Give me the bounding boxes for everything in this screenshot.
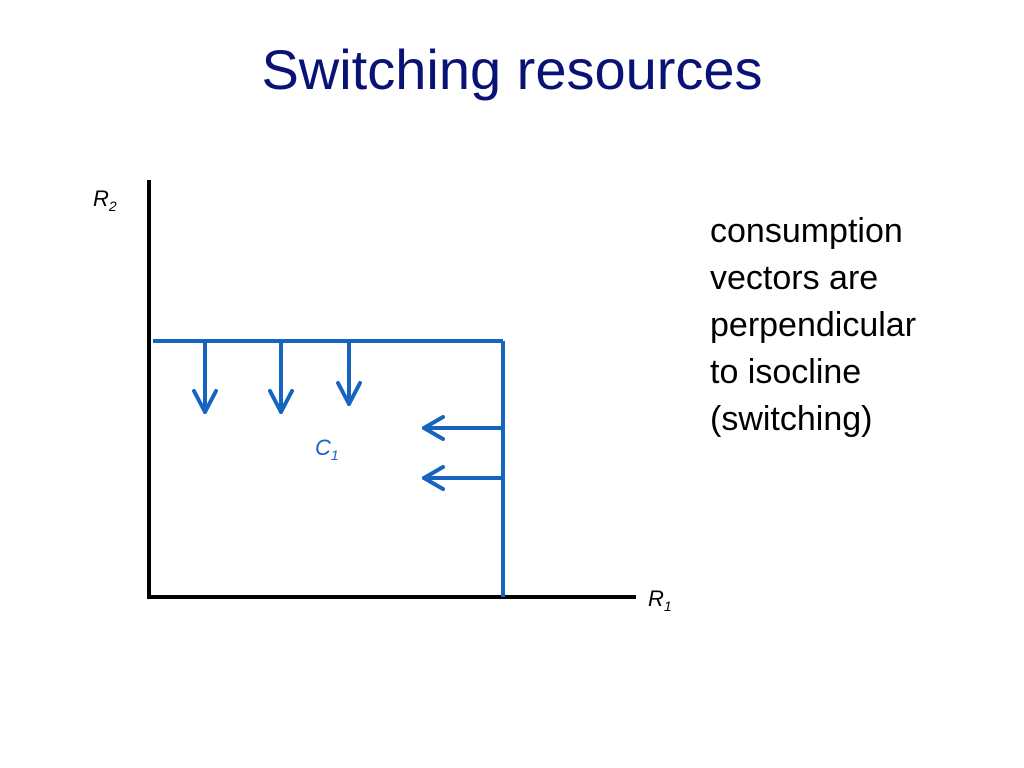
leftward-vectors [422,415,503,491]
caption-line: perpendicular [710,306,917,344]
downward-vectors [192,341,362,414]
down-arrow-icon [192,341,218,414]
x-axis-label-main: R [648,586,664,611]
caption-line: consumption [710,212,903,250]
isocline [153,339,505,597]
region-label: C1 [315,435,339,463]
y-axis-label-main: R [93,186,109,211]
x-axis-label-sub: 1 [664,598,672,614]
x-axis-label: R1 [648,586,672,614]
y-axis-label: R2 [93,186,117,214]
region-label-sub: 1 [331,447,339,463]
caption-line: vectors are [710,259,879,297]
down-arrow-icon [336,341,362,406]
left-arrow-icon [422,465,503,491]
slide-title: Switching resources [261,38,763,101]
y-axis-label-sub: 2 [108,198,117,214]
left-arrow-icon [422,415,503,441]
caption: consumption vectors are perpendicular to… [710,208,1010,443]
caption-line: to isocline [710,353,862,391]
down-arrow-icon [268,341,294,414]
caption-line: (switching) [710,400,873,438]
region-label-main: C [315,435,331,460]
